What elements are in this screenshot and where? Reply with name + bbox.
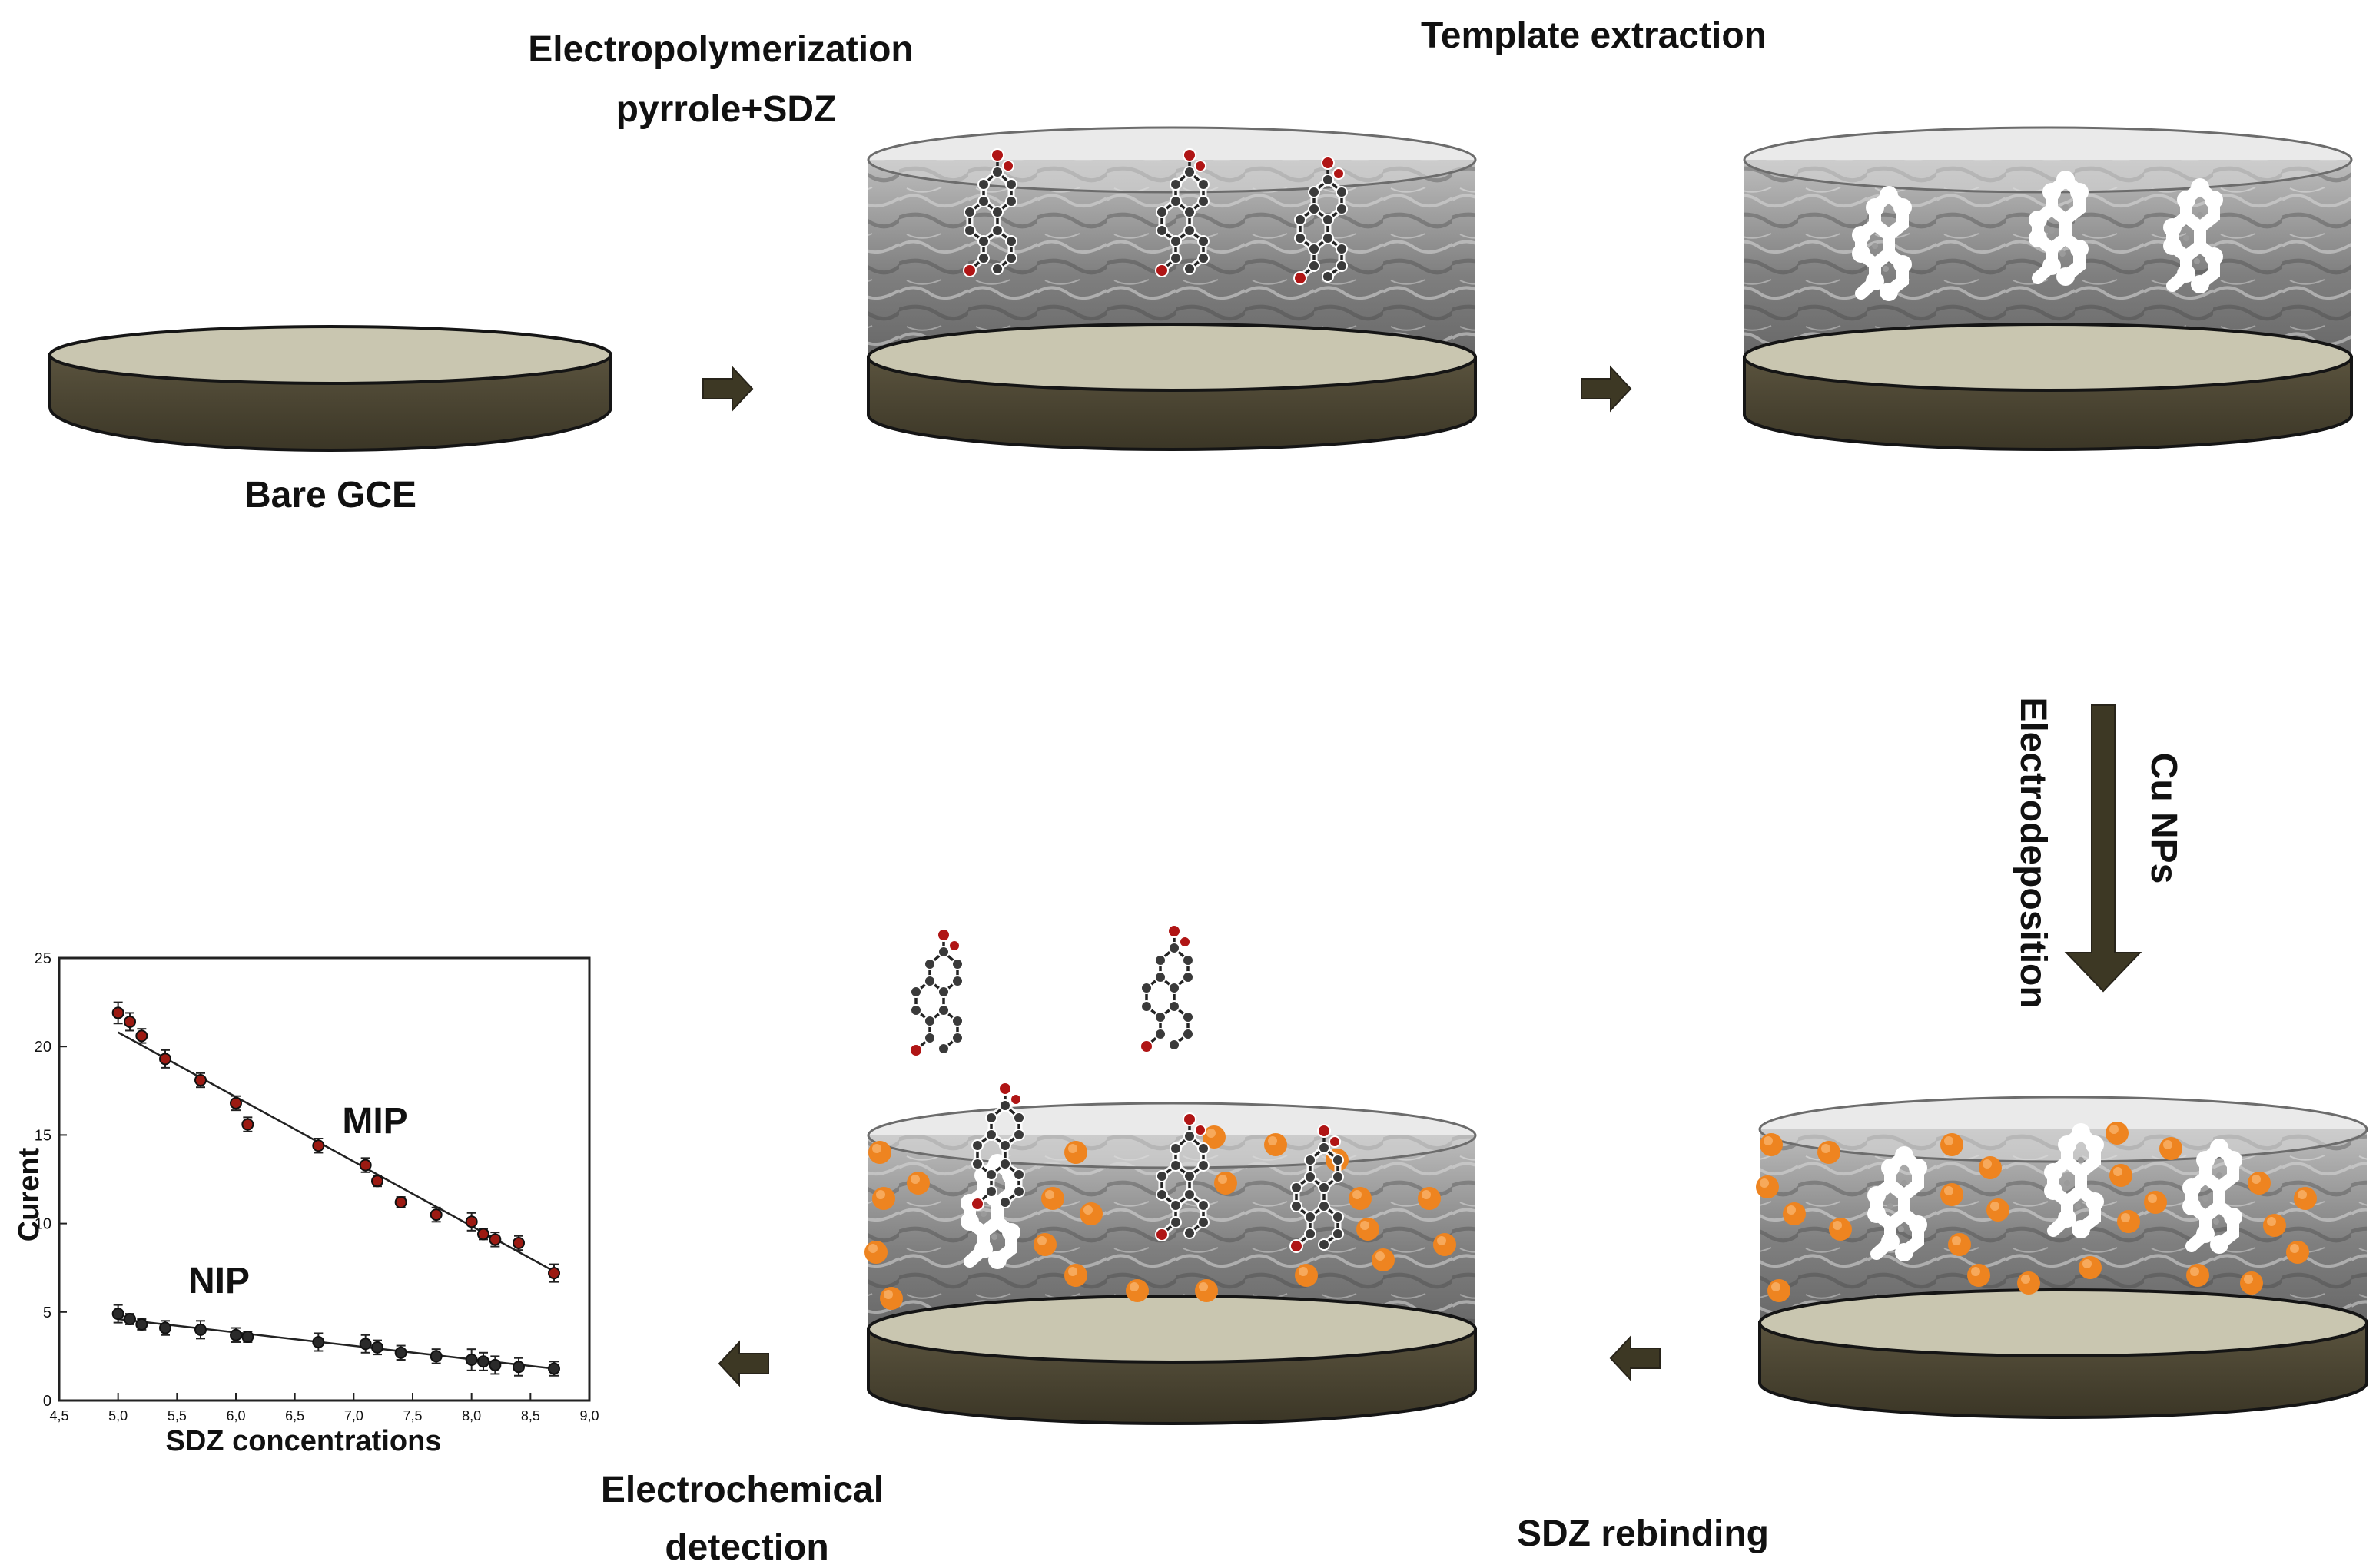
arrow-to-electropolymerization (702, 366, 753, 411)
label-electrochemical: Electrochemical (601, 1470, 884, 1510)
mip-electrode-rebinding (864, 1082, 1477, 1425)
data-point-mip (513, 1236, 525, 1249)
data-point-nip (312, 1335, 325, 1348)
data-point-mip (477, 1228, 489, 1241)
chart-frame (58, 956, 591, 1402)
data-point-mip (194, 1073, 207, 1086)
data-point-nip (230, 1328, 242, 1341)
data-point-mip (394, 1195, 407, 1208)
x-tick-label: 5,0 (108, 1408, 128, 1424)
arrow-to-sdz-rebinding (1610, 1336, 1661, 1381)
data-point-mip (371, 1175, 383, 1188)
y-tick-label: 5 (43, 1304, 51, 1321)
x-tick-label: 8,0 (462, 1408, 481, 1424)
data-point-nip (465, 1354, 478, 1367)
data-point-nip (159, 1321, 171, 1334)
data-point-nip (124, 1313, 136, 1326)
y-tick-label: 20 (35, 1039, 51, 1056)
label-template-extraction: Template extraction (1421, 15, 1767, 56)
y-tick-label: 15 (35, 1127, 51, 1144)
x-tick-label: 8,5 (521, 1408, 540, 1424)
x-tick-label: 4,5 (49, 1408, 68, 1424)
data-point-mip (312, 1139, 325, 1152)
data-point-mip (489, 1233, 502, 1246)
data-point-mip (359, 1159, 372, 1172)
y-tick-label: 25 (35, 950, 51, 967)
label-cu-nps: Cu NPs (2143, 753, 2184, 884)
data-point-mip (124, 1015, 136, 1028)
x-tick-label: 7,0 (344, 1408, 363, 1424)
data-point-mip (159, 1053, 171, 1066)
sdz-molecule-icon (1140, 925, 1193, 1053)
x-tick-label: 9,0 (579, 1408, 599, 1424)
data-point-mip (135, 1029, 148, 1043)
data-point-mip (548, 1267, 560, 1280)
data-point-nip (430, 1350, 443, 1363)
mip-electrode-extracted (1743, 126, 2353, 451)
data-point-nip (513, 1361, 525, 1374)
data-point-nip (135, 1318, 148, 1331)
data-point-mip (111, 1006, 124, 1019)
data-point-nip (111, 1308, 124, 1321)
label-detection: detection (665, 1527, 828, 1568)
data-point-mip (430, 1208, 443, 1222)
chart-ylabel: Curent (13, 1147, 45, 1241)
label-electrodeposition: Electrodeposition (2013, 697, 2053, 1008)
mip-electrode-with-template (867, 126, 1477, 451)
mip-electrode-cu-nps (1756, 1096, 2368, 1419)
data-point-nip (489, 1358, 502, 1371)
data-point-nip (394, 1346, 407, 1359)
data-point-nip (477, 1355, 489, 1368)
arrow-cu-electrodeposition (2064, 704, 2142, 993)
chart-xlabel: SDZ concentrations (166, 1425, 442, 1457)
x-tick-label: 6,0 (226, 1408, 245, 1424)
arrow-to-template-extraction (1581, 366, 1631, 411)
label-electropolymerization: Electropolymerization (528, 29, 913, 70)
x-tick-label: 6,5 (285, 1408, 304, 1424)
label-sdz-rebinding: SDZ rebinding (1517, 1513, 1769, 1554)
data-point-mip (465, 1215, 478, 1228)
data-point-nip (371, 1341, 383, 1354)
data-point-mip (241, 1118, 254, 1131)
label-pyrrole-sdz: pyrrole+SDZ (616, 89, 837, 130)
arrow-to-electrochemical-detection (718, 1341, 769, 1386)
data-point-nip (194, 1323, 207, 1336)
data-point-nip (241, 1331, 254, 1344)
y-tick-label: 0 (43, 1393, 51, 1410)
data-point-nip (548, 1362, 560, 1375)
series-label-mip: MIP (342, 1101, 407, 1142)
data-point-nip (359, 1338, 372, 1351)
sdz-molecule-icon (910, 929, 963, 1056)
x-tick-label: 5,5 (168, 1408, 187, 1424)
data-point-mip (230, 1096, 242, 1109)
y-tick-label: 10 (35, 1216, 51, 1233)
label-bare-gce: Bare GCE (244, 475, 416, 515)
calibration-chart: 4,5 5,0 5,5 6,0 6,5 7,0 7,5 8,0 8,5 9,0 0 5 10 15 20 25… (13, 950, 599, 1457)
bare-gce-electrode (48, 325, 612, 452)
series-label-nip: NIP (188, 1261, 250, 1301)
x-tick-label: 7,5 (403, 1408, 422, 1424)
